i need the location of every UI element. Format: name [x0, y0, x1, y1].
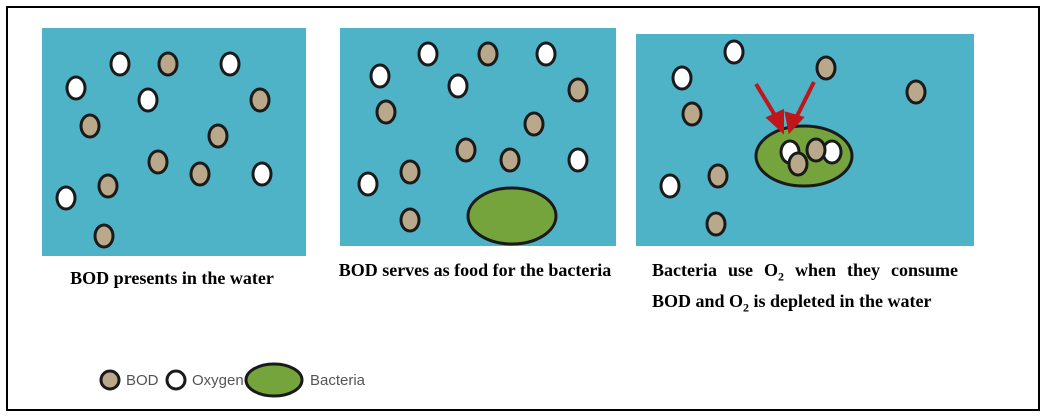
bod-particle: [807, 139, 825, 161]
bacteria-icon: [246, 364, 302, 396]
bod-particle: [707, 213, 725, 235]
caption-panel-3: Bacteria use O2 when they consume BOD an…: [652, 258, 958, 319]
bod-particle: [569, 79, 587, 101]
legend: BOD Oxygen Bacteria: [90, 362, 470, 398]
bod-particle: [149, 151, 167, 173]
oxygen-molecule: [57, 187, 75, 209]
bod-icon: [101, 371, 119, 389]
bod-particle: [95, 225, 113, 247]
panel-3-scene: [636, 34, 974, 246]
panel-1-scene: [42, 28, 306, 256]
bod-particle: [191, 163, 209, 185]
bod-particle: [789, 153, 807, 175]
oxygen-molecule: [359, 173, 377, 195]
bod-particle: [479, 43, 497, 65]
caption-part: Bacteria use O: [652, 260, 778, 280]
oxygen-molecule: [139, 89, 157, 111]
bod-particle: [377, 101, 395, 123]
bod-particle: [251, 89, 269, 111]
bod-particle: [907, 81, 925, 103]
bod-particle: [81, 115, 99, 137]
bod-particle: [401, 161, 419, 183]
oxygen-molecule: [253, 163, 271, 185]
legend-label-bod: BOD: [126, 372, 159, 389]
oxygen-molecule: [111, 53, 129, 75]
legend-label-oxygen: Oxygen: [192, 372, 244, 389]
oxygen-molecule: [537, 43, 555, 65]
panel-oxygen-depleted: [636, 34, 974, 246]
panel-bod-food: [340, 28, 616, 246]
caption-panel-1: BOD presents in the water: [40, 266, 304, 290]
oxygen-molecule: [371, 65, 389, 87]
oxygen-molecule: [725, 41, 743, 63]
oxygen-molecule: [67, 77, 85, 99]
panel-2-scene: [340, 28, 616, 246]
bod-particle: [99, 175, 117, 197]
oxygen-molecule: [569, 149, 587, 171]
oxygen-molecule: [419, 43, 437, 65]
bod-particle: [159, 53, 177, 75]
bod-particle: [525, 113, 543, 135]
bacteria-cell: [468, 188, 556, 244]
oxygen-molecule: [221, 53, 239, 75]
caption-panel-2: BOD serves as food for the bacteria: [338, 258, 612, 282]
bod-particle: [457, 139, 475, 161]
bod-particle: [817, 57, 835, 79]
bod-particle: [401, 209, 419, 231]
oxygen-molecule: [661, 175, 679, 197]
bod-particle: [709, 165, 727, 187]
caption-part: is depleted in the water: [749, 291, 931, 311]
oxygen-icon: [167, 371, 185, 389]
oxygen-molecule: [673, 67, 691, 89]
oxygen-molecule: [449, 75, 467, 97]
bod-particle: [501, 149, 519, 171]
bod-particle: [683, 103, 701, 125]
bod-particle: [209, 125, 227, 147]
panel-bod-present: [42, 28, 306, 256]
legend-label-bacteria: Bacteria: [310, 372, 366, 389]
